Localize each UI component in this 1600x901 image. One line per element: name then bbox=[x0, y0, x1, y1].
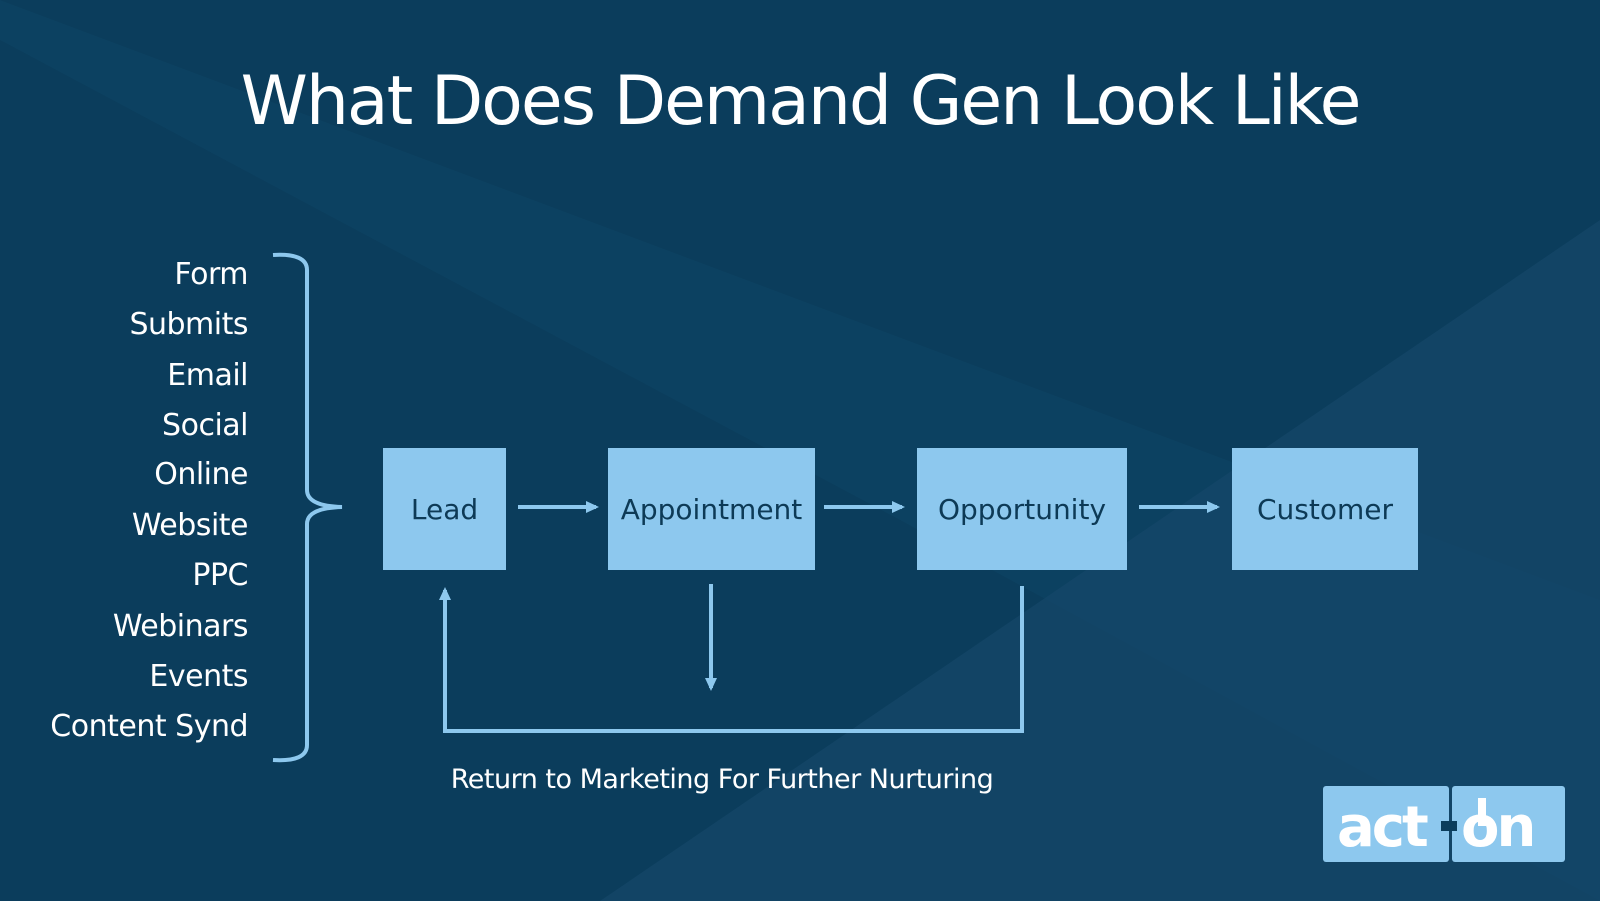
return-loop bbox=[439, 586, 1024, 733]
source-item: PPC bbox=[192, 558, 248, 593]
source-item: Email bbox=[167, 358, 248, 393]
source-item: Webinars bbox=[112, 609, 249, 644]
svg-text:act: act bbox=[1337, 795, 1428, 860]
stage-appointment: Appointment bbox=[608, 448, 815, 570]
source-item: Events bbox=[149, 659, 248, 694]
source-item: Website bbox=[131, 508, 249, 543]
brace bbox=[272, 252, 343, 763]
source-item: Online bbox=[154, 457, 248, 492]
stage-opportunity: Opportunity bbox=[917, 448, 1127, 570]
return-note: Return to Marketing For Further Nurturin… bbox=[450, 764, 994, 795]
source-item: Form bbox=[174, 257, 248, 292]
act-on-logo: act on bbox=[1323, 786, 1565, 862]
source-item: Social bbox=[162, 408, 248, 443]
stage-customer: Customer bbox=[1232, 448, 1418, 570]
svg-text:on: on bbox=[1461, 795, 1533, 860]
page-title: What Does Demand Gen Look Like bbox=[240, 62, 1362, 141]
stage-lead: Lead bbox=[383, 448, 506, 570]
source-item: Content Synd bbox=[50, 709, 248, 744]
source-item: Submits bbox=[129, 307, 248, 342]
